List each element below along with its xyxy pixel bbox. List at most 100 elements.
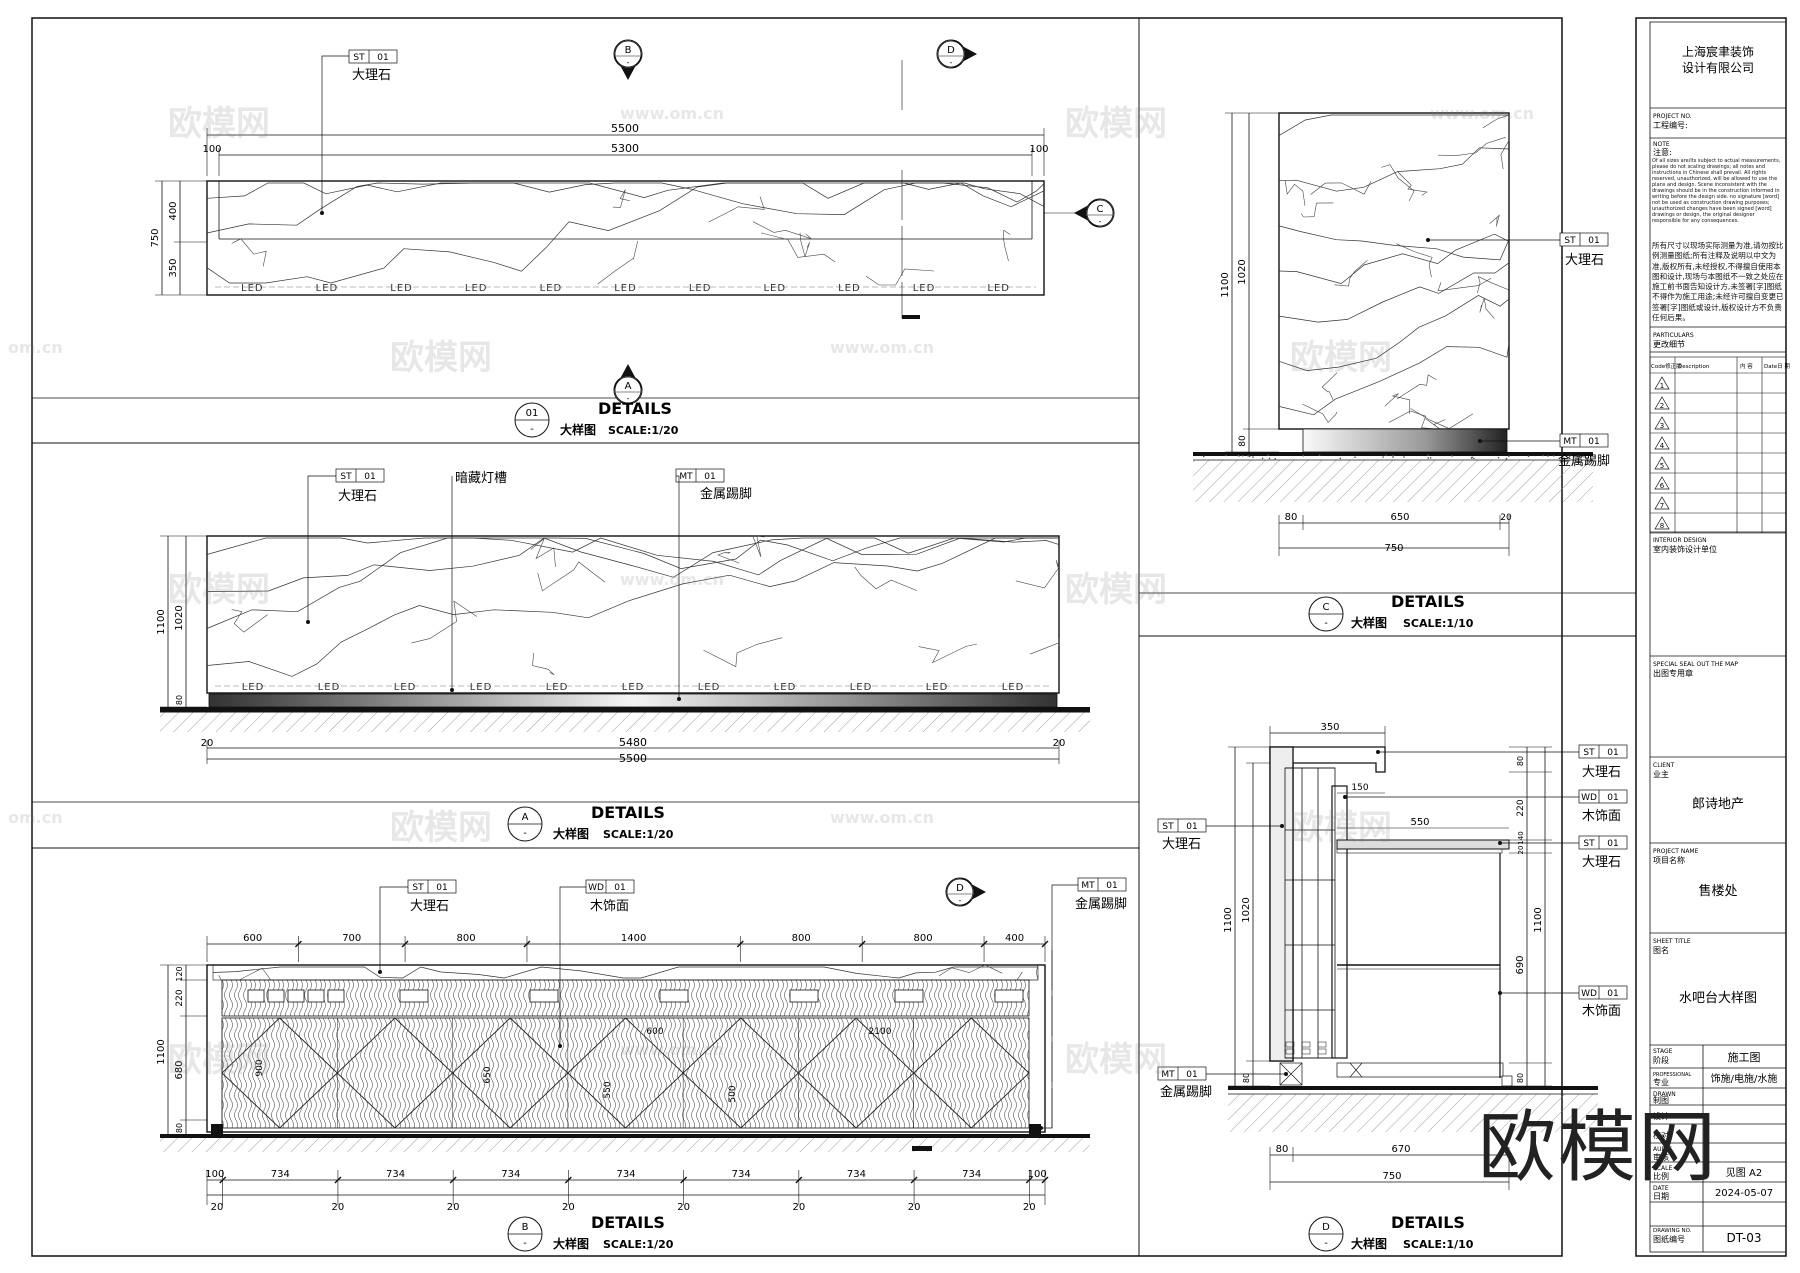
pb-dim-bottom-value: 734: [386, 1169, 405, 1180]
tb-note-body-zh: 所有尺寸以现场实际测量为准,请勿按比例测量图纸;所有注释及说明以中文为准,版权所…: [1652, 241, 1784, 323]
screed-speckle: [1508, 455, 1510, 457]
marble-crack: [1321, 372, 1338, 401]
screed-speckle: [1392, 456, 1394, 458]
diamond-panel: [451, 1017, 569, 1129]
section-marker-dash: -: [959, 896, 962, 905]
dim-tick: [1041, 1176, 1049, 1184]
pc-tag-mt: MT: [1563, 437, 1577, 447]
led-label: LED: [838, 283, 861, 294]
marble-crack: [1310, 181, 1372, 195]
tb-rev-h2: 内 容: [1740, 362, 1753, 370]
marble-crack: [1397, 171, 1428, 196]
section-marker-dash: -: [1099, 217, 1102, 226]
pc-dim-h2: 80: [1238, 435, 1248, 447]
tb-client-en: CLIENT: [1653, 762, 1675, 769]
marble-vein: [212, 966, 1038, 979]
marble-vein: [1278, 294, 1510, 371]
pb-dim-top-value: 800: [914, 933, 933, 944]
revision-number: 8: [1660, 522, 1664, 530]
led-label: LED: [698, 682, 721, 693]
marble-crack: [717, 551, 740, 564]
pb-tag-wd-idx: 01: [614, 883, 625, 893]
screed-speckle: [1339, 457, 1342, 460]
pd-dim-r690: 690: [1515, 955, 1526, 974]
pd-label-wood-2: 木饰面: [1582, 1004, 1621, 1019]
pb-inner-600: 600: [646, 1027, 663, 1037]
section-marker-arrow: [960, 878, 986, 906]
tb-date-val: 2024-05-07: [1715, 1188, 1773, 1199]
tb-prof-val: 饰施/电施/水施: [1711, 1072, 1778, 1085]
pa-tag-mt-idx: 01: [704, 472, 715, 482]
screed-speckle: [1563, 457, 1565, 459]
pb-dim-bottom-small: 20: [562, 1202, 575, 1213]
screed-speckle: [1302, 454, 1305, 457]
tb-rev-h0: Code修正版: [1651, 362, 1682, 370]
pa-dim-h1: 1020: [174, 605, 185, 630]
pb-dim-bottom-value: 734: [847, 1169, 866, 1180]
screed-speckle: [1403, 456, 1405, 458]
revision-triangle: [1654, 496, 1670, 510]
titleblock-inner: [1649, 21, 1787, 1253]
p01-dim-right: 100: [1029, 144, 1048, 155]
pd-tag-mt-idx: 01: [1186, 1070, 1197, 1080]
band-box: [307, 989, 325, 1003]
tb-drawn-en: DRAWN: [1653, 1091, 1676, 1098]
pa-tag-mt: MT: [679, 472, 693, 482]
tb-scale-val: 见图 A2: [1726, 1167, 1762, 1179]
p01-label-marble: 大理石: [352, 68, 391, 83]
band-box: [529, 989, 559, 1003]
p01-dim-left: 100: [202, 144, 221, 155]
pc-tag-st-idx: 01: [1588, 236, 1599, 246]
pb-caption-dash: -: [523, 1238, 527, 1249]
tb-seal-en: SPECIAL SEAL OUT THE MAP: [1653, 661, 1738, 668]
led-label: LED: [540, 283, 563, 294]
section-marker-dash: -: [627, 58, 630, 67]
revision-triangle: [1654, 456, 1670, 470]
pc-label-metal-kick: 金属踢脚: [1558, 453, 1610, 469]
dim-tick: [334, 1176, 342, 1184]
pb-wood-band: [221, 979, 1030, 1017]
pd-dim-h-total: 1100: [1223, 907, 1234, 932]
tb-prof-zh: 专业: [1653, 1077, 1669, 1087]
revision-number: 7: [1660, 502, 1664, 510]
tb-stage-zh: 阶段: [1653, 1055, 1669, 1065]
marble-vein: [206, 182, 1045, 208]
screed-speckle: [1505, 457, 1508, 460]
led-label: LED: [470, 682, 493, 693]
tb-rev-h1: Description: [1678, 364, 1710, 370]
pb-inner-500: 500: [728, 1085, 738, 1102]
led-label: LED: [926, 682, 949, 693]
screed-speckle: [1318, 454, 1321, 457]
section-marker-letter: B: [625, 45, 632, 56]
section-marker-arrow: [614, 54, 642, 80]
screed-speckle: [1268, 457, 1271, 460]
tb-project-zh: 项目名称: [1653, 855, 1685, 865]
marble-crack: [537, 561, 606, 592]
p01-counter-outline: [206, 180, 1045, 296]
band-box: [789, 989, 819, 1003]
tb-project-no-en: PROJECT NO.: [1653, 113, 1692, 120]
marble-crack: [530, 538, 556, 567]
tb-date-zh: 日期: [1653, 1192, 1669, 1201]
dim-tick: [1025, 1176, 1033, 1184]
p01-tag-idx: 01: [377, 53, 388, 63]
pa-dim-w2: 5500: [619, 752, 647, 765]
tb-interior-zh: 室内装饰设计单位: [1653, 544, 1717, 554]
pd-dim-r140: 140: [1517, 831, 1525, 844]
revision-number: 5: [1660, 462, 1664, 470]
pd-dim-w-total: 750: [1382, 1171, 1401, 1182]
pd-tag-wd-1: WD: [1581, 793, 1597, 803]
tb-note-zh: 注意:: [1653, 147, 1672, 157]
p01-caption-title: DETAILS: [598, 399, 672, 418]
screed-speckle: [1247, 454, 1249, 457]
marble-vein: [1278, 262, 1510, 323]
section-marker-arrow: [614, 364, 642, 390]
screed-speckle: [1238, 455, 1240, 457]
pa-dim-h-total: 1100: [156, 609, 167, 634]
p01-marble-veins: [206, 182, 1045, 286]
marble-vein: [206, 182, 1045, 234]
p01-dim-h2: 350: [168, 258, 179, 277]
p01-caption-scale: SCALE:1/20: [608, 424, 679, 437]
